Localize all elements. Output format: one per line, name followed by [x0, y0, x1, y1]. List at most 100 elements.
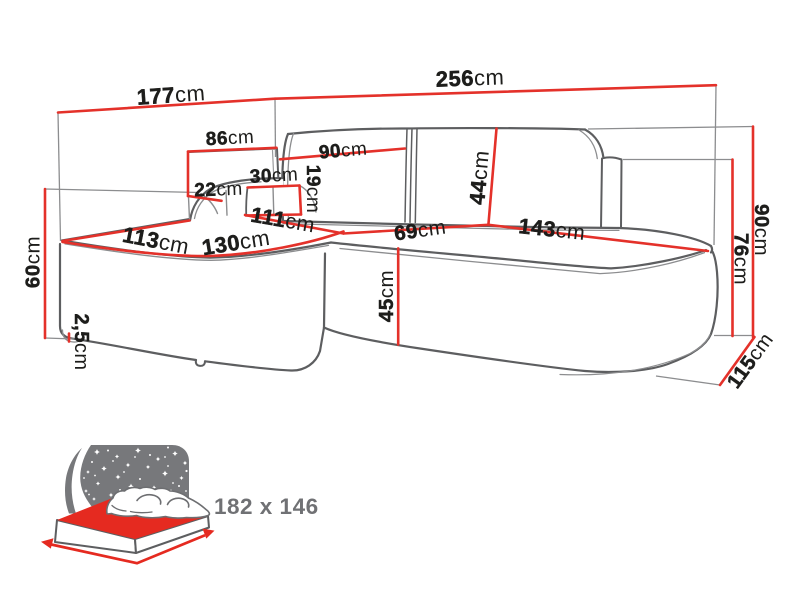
dimension-label-foot-height: 2,5cm [70, 314, 92, 371]
roll-cushion-fold [200, 192, 219, 215]
star-icon [83, 504, 87, 508]
chaise-foot [194, 359, 206, 367]
dimension-line-backrest-height [487, 127, 498, 227]
star-dot-icon [167, 465, 169, 467]
dimension-line-backrest-cushion-width [278, 147, 407, 161]
dimension-line-chaise-seat-width [61, 219, 191, 243]
star-dot-icon [91, 461, 93, 463]
dimension-label-chaise-front-length: 130cm [200, 225, 272, 260]
dimension-line-seat-front-length [487, 223, 710, 253]
star-icon [84, 489, 88, 493]
extension-backrest-top [587, 125, 754, 130]
star-icon [145, 464, 151, 470]
roll-cushion-profile [188, 176, 285, 222]
star-dot-icon [185, 469, 188, 473]
star-icon [95, 481, 101, 486]
seat-front-lip-lower [339, 247, 706, 275]
star-dot-icon [123, 471, 125, 473]
star-dot-icon [149, 454, 151, 456]
dimension-line-headrest-height [298, 184, 303, 216]
star-dot-icon [112, 460, 114, 462]
sleeping-function-icon: 182 x 146 [41, 445, 319, 565]
right-armrest-top [602, 156, 623, 161]
right-base-outline [322, 248, 719, 374]
length-arrow-head-right [202, 528, 215, 539]
dimension-line-sofa-back-width [273, 83, 718, 100]
star-dot-icon [185, 490, 187, 492]
dimension-label-chaise-height: 60cm [21, 236, 44, 288]
dimension-aux-segment-1 [244, 213, 303, 217]
dimension-line-chaise-front-length [61, 230, 345, 258]
dimension-label-back-panel-width: 86cm [205, 127, 255, 151]
bedding-fold-mid [129, 510, 153, 514]
star-dot-icon [167, 446, 169, 449]
star-icon [101, 465, 107, 472]
star-dot-icon [94, 474, 96, 477]
extension-seat-left [44, 188, 200, 194]
star-dot-icon [83, 477, 85, 479]
star-dot-icon [164, 456, 166, 458]
bedding-fold-left [111, 504, 127, 512]
star-dot-icon [88, 493, 90, 496]
pillow-right [166, 497, 190, 508]
roll-tip-seam [187, 196, 191, 221]
backrest-right-seam [578, 129, 598, 160]
seat-front-lip [329, 241, 708, 270]
headrest-cushion-seam [272, 186, 275, 216]
dimension-label-seat-height: 45cm [375, 270, 398, 322]
backrest-right-edge [583, 128, 605, 160]
dimension-line-armrest-width [186, 194, 223, 203]
star-icon [135, 447, 141, 454]
star-icon [151, 485, 157, 490]
roll-cushion-inner-profile [193, 181, 262, 220]
dimension-label-seat-front-length: 143cm [517, 214, 586, 245]
extension-right-corner [713, 85, 717, 246]
dimension-line-sofa-depth [718, 335, 756, 387]
star-dot-icon [178, 485, 180, 487]
star-icon [108, 492, 114, 498]
dimension-label-sofa-back-width: 256cm [435, 64, 504, 91]
dimension-line-back-panel-width [186, 146, 278, 153]
pillow-left [136, 493, 162, 505]
bed [54, 486, 211, 554]
dimension-line-seat-depth [342, 223, 490, 235]
right-armrest-edges [600, 157, 623, 229]
dimension-label-chaise-seat-width: 113cm [121, 222, 192, 259]
star-icon [115, 474, 121, 480]
size-arrows [41, 528, 215, 565]
star-dot-icon [139, 478, 141, 480]
dimension-line-chaise-seat-length [243, 213, 345, 235]
dimension-label-armrest-height: 76cm [730, 233, 753, 285]
dimension-label-backrest-cushion-width: 90cm [318, 138, 368, 163]
star-icon [114, 454, 120, 459]
chaise-front-lip-lower [64, 243, 330, 261]
star-dot-icon [172, 482, 174, 484]
headrest-cushion-left-edge [245, 186, 249, 217]
right-base-piping [559, 333, 711, 376]
dimension-label-backrest-height: 44cm [465, 149, 494, 205]
extension-depth [655, 375, 721, 386]
star-icon [92, 497, 96, 501]
extension-left-corner [57, 112, 62, 242]
dimension-label-sofa-depth: 115cm [723, 328, 779, 392]
star-icon [182, 460, 188, 466]
star-icon [179, 475, 184, 481]
star-icon [86, 470, 90, 474]
star-dot-icon [134, 456, 136, 458]
headrest-right-fold [298, 184, 317, 213]
star-icon [125, 462, 131, 468]
backrest-center-seam [404, 127, 418, 224]
sleeping-size-label: 182 x 146 [214, 494, 319, 519]
dimension-label-chaise-side-width: 177cm [136, 80, 206, 110]
seat-back-edge-lower [282, 223, 620, 231]
roll-cushion-seam [225, 189, 228, 216]
star-icon [162, 470, 168, 477]
dimension-line-headrest-width [246, 184, 301, 189]
dimension-label-headrest-height: 19cm [302, 165, 323, 213]
star-icon [155, 456, 161, 462]
star-icon [172, 450, 178, 457]
dimension-label-armrest-width: 22cm [194, 179, 243, 202]
backrest-top-edge [286, 126, 587, 136]
